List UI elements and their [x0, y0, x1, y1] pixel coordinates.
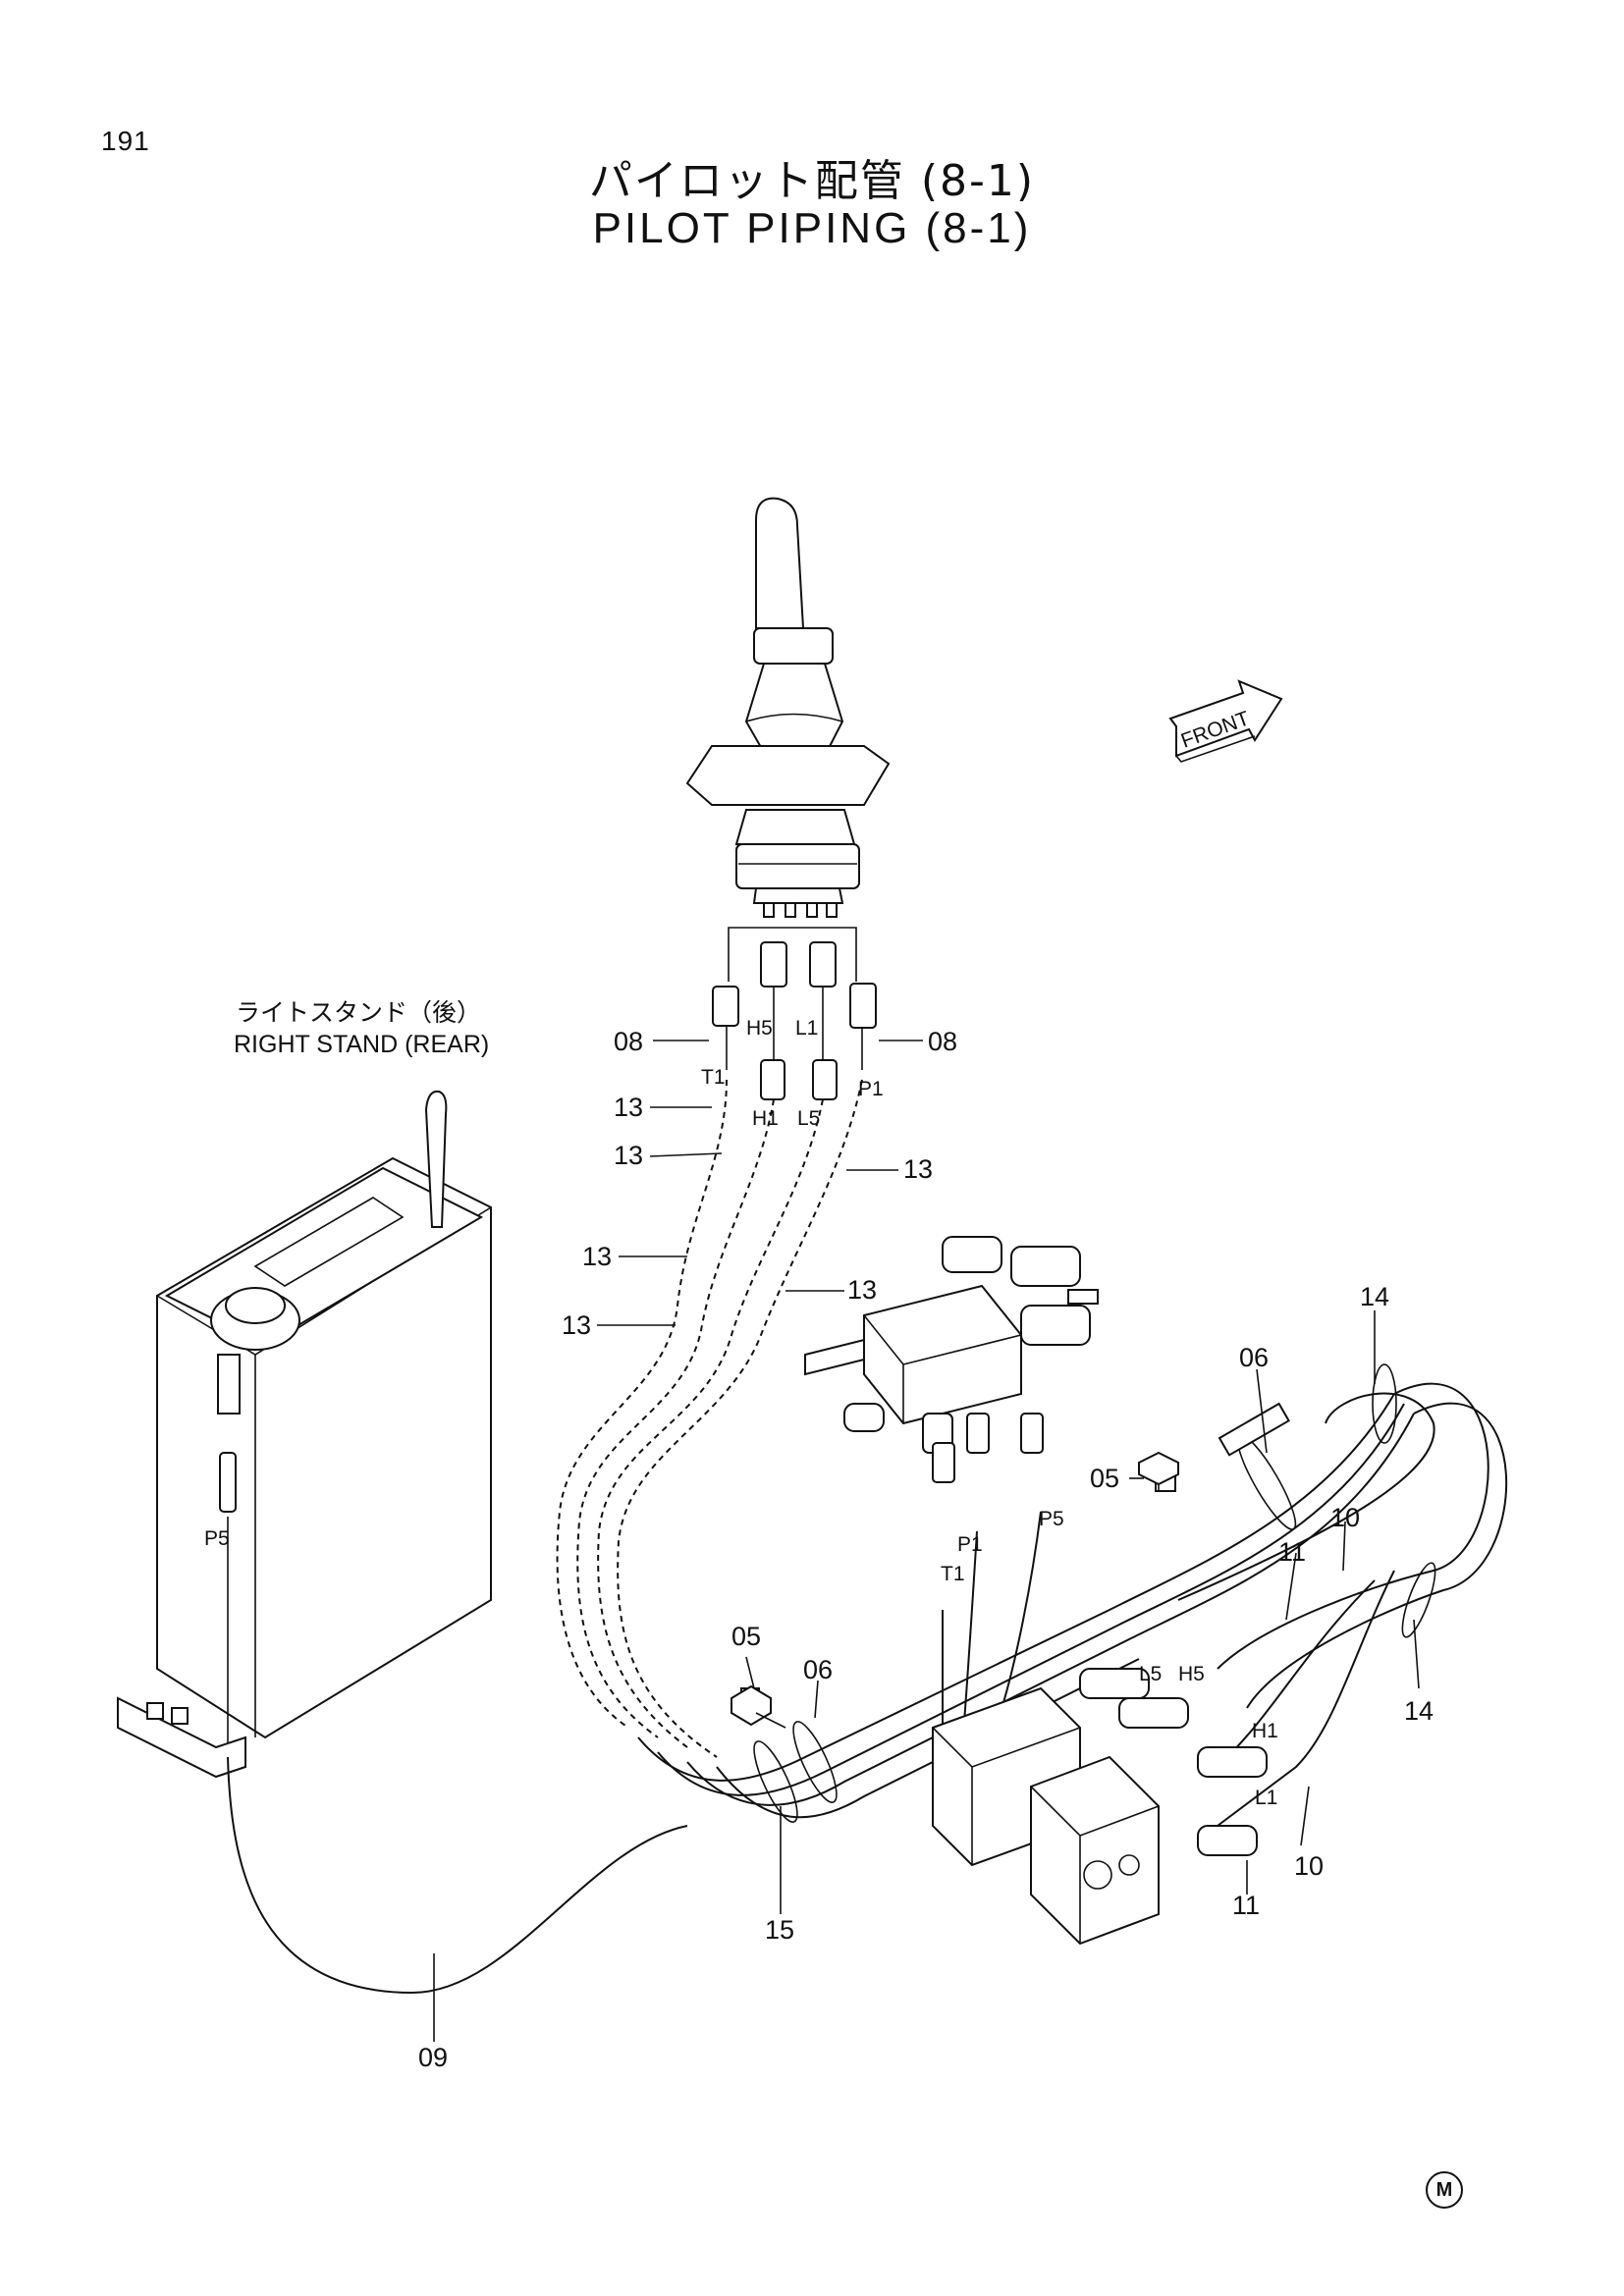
- callout-09: 09: [418, 2043, 448, 2072]
- spiral-hose-bundle: [556, 1079, 863, 1758]
- page-number: 191: [101, 126, 150, 156]
- port-p1-valve: P1: [957, 1533, 983, 1556]
- port-l1-top: L1: [795, 1017, 818, 1040]
- port-l5-top: L5: [797, 1107, 820, 1130]
- callout-08-right: 08: [928, 1027, 957, 1056]
- port-labels: T1 H5 L1 P1 H1 L5 P5 P5 P1 T1 L5 H5 H1 L…: [204, 1017, 1278, 1809]
- callout-05-lower: 05: [731, 1622, 761, 1651]
- page-title-english: PILOT PIPING (8-1): [592, 204, 1032, 252]
- callout-13: 13: [614, 1141, 643, 1170]
- callout-15: 15: [765, 1915, 794, 1945]
- bolt-05-lower: [731, 1684, 786, 1729]
- valve-blocks-lower: [932, 1668, 1268, 1946]
- port-t1-valve: T1: [941, 1563, 965, 1585]
- callout-14-upper: 14: [1360, 1282, 1389, 1311]
- clamps: [740, 1363, 1436, 1823]
- m-mark-icon: M: [1426, 2171, 1463, 2209]
- front-arrow-icon: FRONT: [1168, 679, 1283, 763]
- callout-13: 13: [582, 1242, 612, 1271]
- port-l1-right: L1: [1255, 1787, 1277, 1809]
- pilot-valve-joystick: [685, 497, 891, 918]
- callout-13: 13: [903, 1154, 933, 1184]
- callout-08-left: 08: [614, 1027, 643, 1056]
- callout-13: 13: [614, 1093, 643, 1122]
- port-p1-top: P1: [858, 1078, 884, 1100]
- port-h5-top: H5: [746, 1017, 773, 1040]
- leader-lines: [433, 1040, 1420, 2042]
- callout-10-upper: 10: [1330, 1503, 1360, 1532]
- callout-numbers: 08 08 13 13 13 13 13 13 14 14 06 06 05 0…: [418, 1027, 1434, 2072]
- port-h5-right: H5: [1178, 1663, 1205, 1685]
- callout-06-upper: 06: [1239, 1343, 1269, 1372]
- callout-05-upper: 05: [1090, 1464, 1119, 1493]
- hose-09: [227, 1756, 688, 1995]
- callout-11-lower: 11: [1232, 1891, 1260, 1920]
- callout-13: 13: [847, 1275, 877, 1305]
- page-title-japanese: パイロット配管 (8-1): [588, 156, 1036, 206]
- callout-06-lower: 06: [803, 1655, 833, 1684]
- port-p5-valve: P5: [1039, 1508, 1064, 1530]
- right-stand-label-japanese: ライトスタンド（後）: [236, 998, 482, 1027]
- hose-fittings-upper: [712, 927, 877, 1100]
- port-h1-right: H1: [1252, 1720, 1278, 1742]
- right-stand-label-english: RIGHT STAND (REAR): [234, 1031, 490, 1058]
- callout-10-lower: 10: [1294, 1851, 1324, 1881]
- port-p5-stand: P5: [204, 1527, 230, 1550]
- right-stand-rear: [117, 1090, 492, 1779]
- callout-13: 13: [562, 1310, 591, 1340]
- callout-14-lower: 14: [1404, 1696, 1434, 1726]
- solenoid-valve-block: [804, 1236, 1099, 1483]
- hose-lines-lower: [637, 1383, 1508, 1827]
- port-l5-right: L5: [1139, 1663, 1162, 1685]
- callout-11-upper: 11: [1278, 1537, 1306, 1567]
- bolt-05-upper: [1138, 1451, 1179, 1492]
- port-h1-top: H1: [752, 1107, 779, 1130]
- port-t1-top: T1: [701, 1066, 726, 1089]
